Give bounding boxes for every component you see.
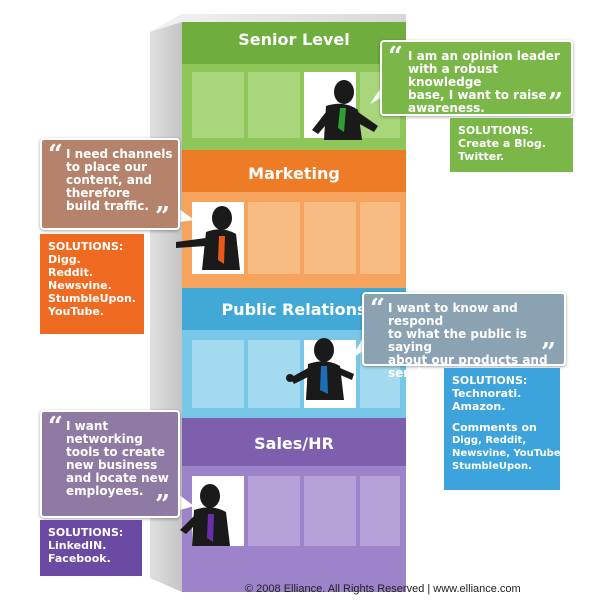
pr-window (248, 340, 300, 408)
pr-window (192, 340, 244, 408)
bubble-text-senior: I am an opinion leader with a robust kno… (408, 49, 560, 115)
solutions-box-pr: SOLUTIONS: Technorati. Amazon. Comments … (444, 368, 565, 490)
solution-item: Twitter. (458, 150, 505, 163)
solutions-heading: SOLUTIONS: (48, 240, 124, 253)
solution-item: StumbleUpon. (48, 292, 136, 305)
level-title-marketing: Marketing (248, 164, 340, 183)
close-quote-icon: ” (155, 490, 170, 520)
comments-item: StumbleUpon. (452, 461, 532, 472)
speech-bubble-pr: “ I want to know and respond to what the… (362, 292, 566, 380)
solution-item: Newsvine. (48, 279, 112, 292)
sales-band (182, 418, 406, 466)
close-quote-icon: ” (548, 88, 563, 118)
sales-window (248, 476, 300, 546)
senior-roof-band (182, 22, 406, 64)
person-icon-senior (312, 80, 378, 140)
person-icon-pr (286, 338, 354, 400)
solution-item: Facebook. (48, 552, 111, 565)
level-title-senior: Senior Level (238, 30, 350, 49)
marketing-window (248, 202, 300, 274)
comments-item: Digg, Reddit, (452, 435, 527, 446)
sales-window (360, 476, 400, 546)
marketing-band (182, 150, 406, 192)
solution-item: Reddit. (48, 266, 93, 279)
close-quote-icon: ” (155, 202, 170, 232)
bubble-text-pr: I want to know and respond to what the p… (388, 301, 548, 380)
bubble-tail-pr (350, 340, 364, 360)
sales-window (304, 476, 356, 546)
solution-item: Create a Blog. (458, 137, 546, 150)
solutions-heading: SOLUTIONS: (48, 526, 124, 539)
open-quote-icon: “ (48, 140, 63, 170)
solution-item: YouTube. (48, 305, 104, 318)
solutions-box-senior: SOLUTIONS: Create a Blog. Twitter. (450, 118, 573, 172)
marketing-window (304, 202, 356, 274)
bubble-tail-marketing (178, 208, 194, 222)
solutions-heading: SOLUTIONS: (458, 124, 534, 137)
open-quote-icon: “ (388, 42, 403, 72)
open-quote-icon: “ (370, 294, 385, 324)
bubble-text-marketing: I need channels to place our content, an… (66, 147, 173, 213)
comments-item: Newsvine, YouTube, (452, 448, 565, 459)
building-top (150, 14, 406, 32)
comments-heading: Comments on (452, 421, 537, 434)
solutions-box-marketing: SOLUTIONS: Digg. Reddit. Newsvine. Stumb… (40, 234, 144, 334)
solutions-heading: SOLUTIONS: (452, 374, 528, 387)
person-icon-sales (180, 484, 230, 546)
bubble-text-sales: I want networking tools to create new bu… (66, 419, 169, 498)
marketing-window (360, 202, 400, 274)
speech-bubble-sales: “ I want networking tools to create new … (40, 410, 180, 518)
solution-item: Amazon. (452, 400, 506, 413)
close-quote-icon: ” (541, 338, 556, 368)
copyright-footer: © 2008 Elliance. All Rights Reserved | w… (245, 583, 521, 595)
speech-bubble-marketing: “ I need channels to place our content, … (40, 138, 180, 230)
level-title-sales: Sales/HR (254, 434, 334, 453)
solutions-box-sales: SOLUTIONS: LinkedIN. Facebook. (40, 520, 142, 576)
solution-item: Digg. (48, 253, 81, 266)
person-icon-marketing (176, 206, 240, 270)
open-quote-icon: “ (48, 412, 63, 442)
level-title-pr: Public Relations (221, 300, 367, 319)
solution-item: Technorati. (452, 387, 522, 400)
speech-bubble-senior: “ I am an opinion leader with a robust k… (380, 40, 573, 116)
solution-item: LinkedIN. (48, 539, 107, 552)
bubble-tail-sales (178, 494, 194, 510)
senior-window (248, 72, 300, 138)
senior-window (192, 72, 244, 138)
